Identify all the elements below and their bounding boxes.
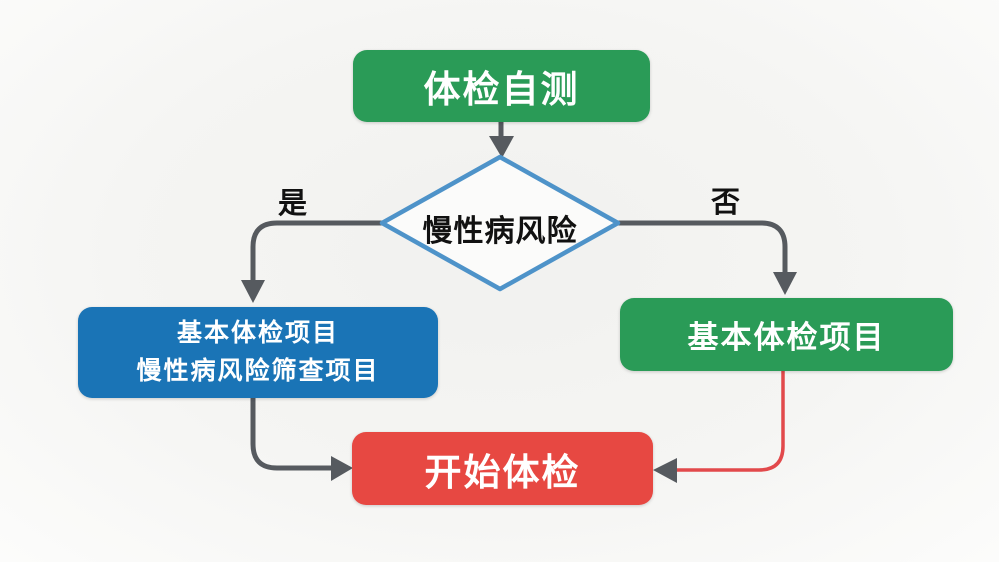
- arrowhead-down-decision: [489, 136, 514, 158]
- arrowhead-down-yes-branch: [241, 280, 265, 303]
- start-node: 体检自测: [353, 50, 650, 122]
- no-branch-node-label: 基本体检项目: [687, 320, 886, 355]
- no-branch-node: 基本体检项目: [620, 298, 953, 371]
- edge-decision-to-yes-branch: [250, 220, 383, 283]
- yes-branch-node: 基本体检项目 慢性病风险筛查项目: [78, 307, 438, 398]
- edge-no-branch-to-end: [677, 370, 785, 472]
- end-node: 开始体检: [352, 432, 653, 505]
- arrowhead-left-end: [653, 458, 677, 483]
- arrowhead-down-no-branch: [773, 272, 797, 295]
- yes-branch-label-line1: 基本体检项目: [176, 319, 339, 347]
- yes-branch-label-line2: 慢性病风险筛查项目: [136, 356, 380, 385]
- edge-decision-to-no-branch: [617, 220, 788, 275]
- no-edge-label: 否: [711, 187, 741, 219]
- yes-branch-node-label: 基本体检项目 慢性病风险筛查项目: [136, 315, 379, 390]
- edge-yes-branch-to-end: [250, 397, 332, 471]
- arrowhead-right-end: [331, 456, 353, 481]
- yes-edge-label: 是: [278, 188, 308, 220]
- decision-diamond: [379, 154, 621, 292]
- start-node-label: 体检自测: [423, 69, 580, 110]
- decision-node-label: 慢性病风险: [422, 215, 578, 248]
- end-node-label: 开始体检: [424, 451, 581, 493]
